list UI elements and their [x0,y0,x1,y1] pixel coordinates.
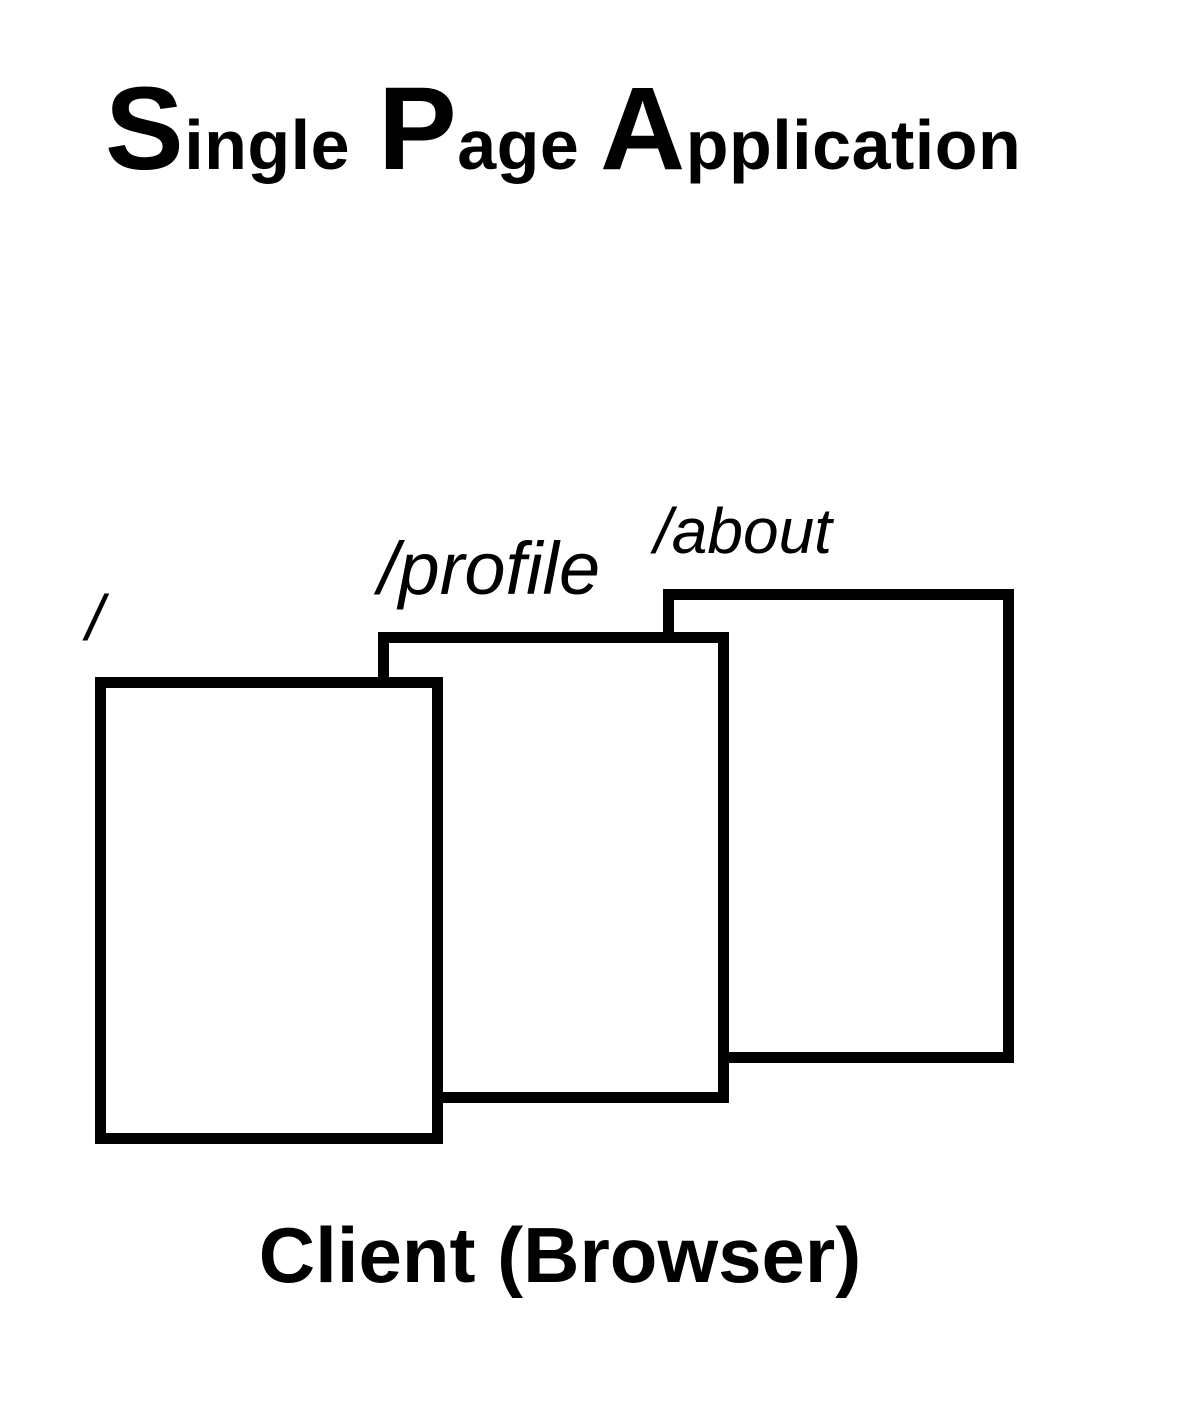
title-word-single: Single [105,70,350,188]
page-rect-root [95,677,443,1144]
title-initial-p: P [378,63,458,195]
title-word-page: Page [378,70,579,188]
title-initial-a: A [600,63,686,195]
title-rest-single: ingle [184,106,351,184]
page-label-about: /about [654,495,832,567]
title-initial-s: S [105,63,185,195]
page-label-profile: /profile [378,527,601,610]
page-label-root: / [86,582,104,654]
title-rest-application: pplication [685,106,1022,184]
title-word-application: Application [600,70,1021,188]
client-caption: Client (Browser) [258,1211,862,1299]
title-rest-page: age [457,106,580,184]
